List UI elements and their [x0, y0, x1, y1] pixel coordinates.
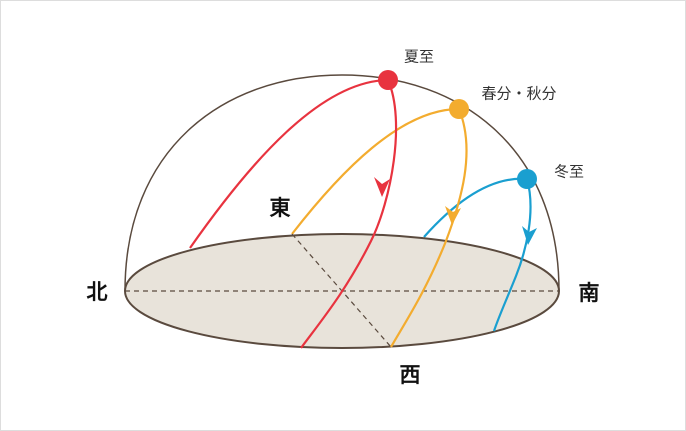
winter-solstice-label: 冬至 [553, 162, 585, 181]
equinox-sun [449, 99, 469, 119]
equinox-arrow-icon [445, 206, 461, 225]
winter-path-morning [423, 177, 528, 238]
south-label: 南 [578, 281, 600, 305]
winter-path-afternoon [492, 178, 532, 332]
summer-arrow-icon [374, 177, 390, 197]
winter-sun [517, 169, 537, 189]
north-label: 北 [86, 280, 108, 304]
west-label: 西 [399, 363, 421, 387]
summer-sun [378, 70, 398, 90]
summer-path-morning [189, 78, 389, 249]
equinox-label: 春分・秋分 [481, 84, 557, 103]
winter-arrow-icon [522, 226, 537, 245]
east-label: 東 [269, 196, 291, 220]
summer-solstice-label: 夏至 [403, 47, 435, 66]
equinox-path-afternoon [390, 108, 468, 348]
summer-path-afternoon [300, 79, 398, 349]
equinox-path-morning [291, 107, 460, 235]
